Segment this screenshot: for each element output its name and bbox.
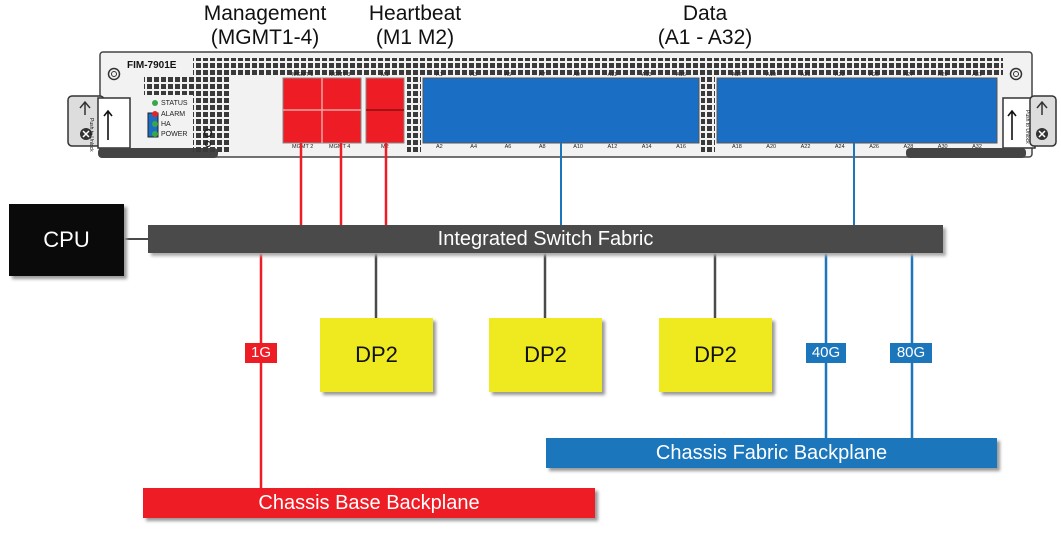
dp2-label-2: DP2 (524, 342, 567, 367)
management-subtitle: (MGMT1-4) (210, 26, 320, 49)
dp2-label-1: DP2 (355, 342, 398, 367)
data-title: Data (682, 2, 728, 25)
port-label-a25: A25 (869, 72, 879, 78)
port-label-a22: A22 (800, 144, 811, 150)
port-label-a5: A5 (504, 72, 512, 78)
port-label-a7: A7 (538, 72, 546, 78)
management-header: Management (MGMT1-4) (180, 2, 350, 50)
port-label-a17: A17 (732, 72, 742, 78)
port-label-a13: A13 (641, 72, 652, 78)
heartbeat-header: Heartbeat (M1 M2) (355, 2, 475, 50)
dp2-box-1: DP2 (320, 318, 433, 392)
port-label-mgmt3: MGMT 3 (329, 72, 351, 78)
port-label-a8: A8 (538, 144, 546, 150)
port-label-a20: A20 (766, 144, 777, 150)
ha-led-icon (152, 121, 158, 128)
port-label-a24: A24 (834, 144, 845, 150)
heartbeat-subtitle: (M1 M2) (375, 26, 455, 49)
led-power-label: POWER (161, 131, 188, 138)
chassis-fabric-label: Chassis Fabric Backplane (655, 441, 888, 464)
led-ha-label: HA (161, 121, 171, 128)
led-alarm-label: ALARM (161, 111, 186, 118)
cpu-box: CPU (9, 204, 124, 276)
port-label-a12: A12 (607, 144, 618, 150)
module-model-label: FIM-7901E (127, 60, 177, 71)
port-label-a31: A31 (972, 72, 982, 78)
led-power: POWER (152, 131, 187, 139)
tag-80g: 80G (890, 343, 932, 363)
port-label-a23: A23 (834, 72, 845, 78)
led-status-label: STATUS (161, 100, 188, 107)
port-label-a10: A10 (573, 144, 583, 150)
port-label-a15: A15 (676, 72, 686, 78)
chassis-fabric-backplane: Chassis Fabric Backplane (546, 438, 997, 468)
port-label-a4: A4 (470, 144, 478, 150)
port-label-a6: A6 (504, 144, 512, 150)
tag-40g: 40G (806, 343, 846, 363)
tag-1g: 1G (245, 343, 277, 363)
port-label-a14: A14 (641, 144, 652, 150)
port-label-mgmt2: MGMT 2 (292, 144, 314, 150)
port-label-a30: A30 (937, 144, 948, 150)
port-label-a9: A9 (573, 72, 580, 78)
port-label-a28: A28 (903, 144, 914, 150)
alarm-led-icon (152, 111, 158, 118)
port-label-a26: A26 (869, 144, 879, 150)
led-ha: HA (152, 121, 171, 129)
dp2-box-2: DP2 (489, 318, 602, 392)
port-label-a29: A29 (937, 72, 948, 78)
chassis-base-backplane: Chassis Base Backplane (143, 488, 595, 518)
chassis-base-label: Chassis Base Backplane (258, 491, 480, 514)
power-led-icon (152, 131, 158, 138)
led-status: STATUS (152, 100, 188, 108)
port-label-mgmt4: MGMT 4 (329, 144, 351, 150)
port-label-a11: A11 (607, 72, 617, 78)
port-label-a16: A16 (676, 144, 686, 150)
port-label-a27: A27 (903, 72, 914, 78)
heartbeat-title: Heartbeat (368, 2, 462, 25)
data-subtitle: (A1 - A32) (657, 26, 753, 49)
switch-fabric-label: Integrated Switch Fabric (437, 227, 654, 250)
port-label-a3: A3 (470, 72, 478, 78)
port-label-a2: A2 (436, 144, 443, 150)
port-label-m1: M1 (381, 72, 389, 78)
management-title: Management (203, 2, 327, 25)
cpu-label: CPU (43, 227, 90, 252)
port-label-a32: A32 (972, 144, 982, 150)
dp2-box-3: DP2 (659, 318, 772, 392)
port-label-a1: A1 (436, 72, 443, 78)
port-label-mgmt1: MGMT 1 (292, 72, 314, 78)
port-label-a18: A18 (732, 144, 742, 150)
port-label-a21: A21 (800, 72, 811, 78)
dp2-label-3: DP2 (694, 342, 737, 367)
data-header: Data (A1 - A32) (630, 2, 780, 50)
status-led-icon (152, 100, 158, 107)
port-label-a19: A19 (766, 72, 777, 78)
led-alarm: ALARM (152, 111, 185, 119)
switch-fabric-bar: Integrated Switch Fabric (148, 225, 943, 253)
